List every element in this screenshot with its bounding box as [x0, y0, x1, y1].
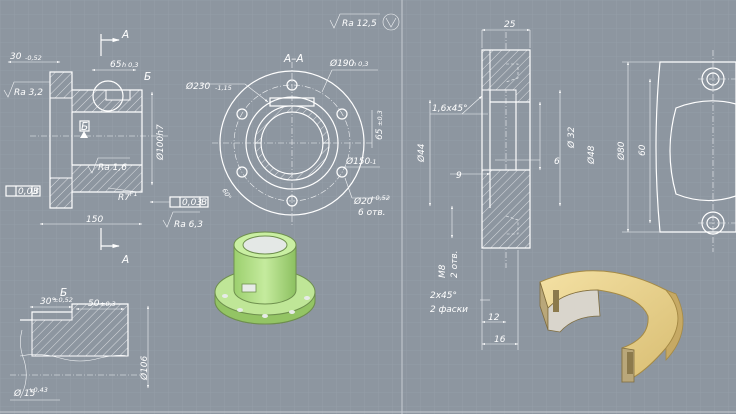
dim-80: Ø80: [616, 141, 627, 161]
dim-150-left: 150: [86, 215, 103, 225]
dim-30: 30: [10, 52, 22, 62]
dim-65: 65: [110, 60, 122, 70]
yellow-housing-3d: [539, 270, 684, 383]
green-flange-3d: [214, 231, 316, 325]
dim-150-circle: Ø150: [345, 156, 371, 167]
chamfer-2x45: 2x45°: [430, 291, 457, 301]
dim-44: Ø44: [416, 143, 427, 163]
tolerance-003-a: 0,03: [18, 187, 38, 197]
tol-50: ±0,3: [100, 300, 116, 308]
dim-60: 60: [638, 144, 648, 156]
dim-230: Ø230: [185, 81, 211, 92]
dim-16: 16: [494, 335, 506, 345]
side-section-view: [3, 34, 209, 250]
dim-12: 12: [488, 313, 500, 323]
holes-count-6: 6 отв.: [358, 208, 386, 218]
roughness-ra-32: Ra 3,2: [14, 88, 43, 98]
housing-top-view: [622, 50, 736, 252]
datum-ref-a: В: [33, 187, 39, 197]
tol-65: h 0,3: [122, 61, 139, 69]
dim-9: 9: [456, 171, 462, 181]
dim-48: Ø48: [586, 145, 597, 165]
dim-r7: R7: [118, 193, 130, 203]
tol-15: +0,43: [28, 386, 48, 394]
roughness-symbol: [382, 13, 400, 31]
dim-32: Ø 32: [566, 126, 577, 149]
datum-ref-b: В: [201, 198, 207, 208]
tol-r7: +1: [128, 190, 138, 198]
roughness-ra-63: Ra 6,3: [174, 220, 203, 230]
roughness-check-icon: [385, 17, 397, 28]
cut-label-a-top: А: [121, 29, 129, 41]
tol-20: +0,52: [370, 194, 390, 202]
dim-106: Ø106: [139, 355, 150, 381]
cut-label-a-bottom: А: [121, 254, 129, 266]
dim-65-rotated: 65: [375, 128, 385, 140]
detail-label-b: Б: [144, 71, 151, 83]
detail-b-view: [10, 303, 150, 401]
detail-view-title-b: Б: [60, 287, 67, 299]
tol-230: -1,15: [215, 84, 232, 92]
section-aa-view: [200, 13, 390, 225]
roughness-ra-125: Ra 12,5: [342, 19, 377, 29]
chamfer-16x45: 1,6x45°: [432, 104, 468, 114]
dim-50: 50: [88, 299, 100, 309]
dim-30-deg: 30°: [40, 297, 56, 307]
dim-190: Ø190: [329, 58, 355, 69]
housing-section-view: [428, 28, 562, 350]
tol-150-circle: -1: [370, 158, 376, 166]
dim-20: Ø20: [353, 196, 373, 207]
holes-count-2: 2 отв.: [450, 250, 460, 278]
tol-30: -0,52: [25, 54, 42, 62]
tol-190: h 0,3: [352, 60, 369, 68]
chamfers-2: 2 фаски: [430, 305, 468, 315]
dim-25: 25: [504, 20, 516, 30]
tolerance-003-b: 0,03: [182, 198, 202, 208]
thread-m8: M8: [438, 264, 448, 278]
dim-15: Ø 15: [13, 388, 36, 399]
dim-6: 6: [554, 157, 560, 167]
tol-30-deg: ±0,52: [53, 296, 73, 304]
dim-100h7: Ø100h7: [155, 124, 166, 161]
section-label-aa: А–А: [283, 53, 304, 65]
tol-65-rotated: ±0,3: [376, 110, 384, 126]
datum-box-b: Б: [81, 121, 88, 133]
roughness-ra-16: Ra 1,6: [98, 163, 127, 173]
